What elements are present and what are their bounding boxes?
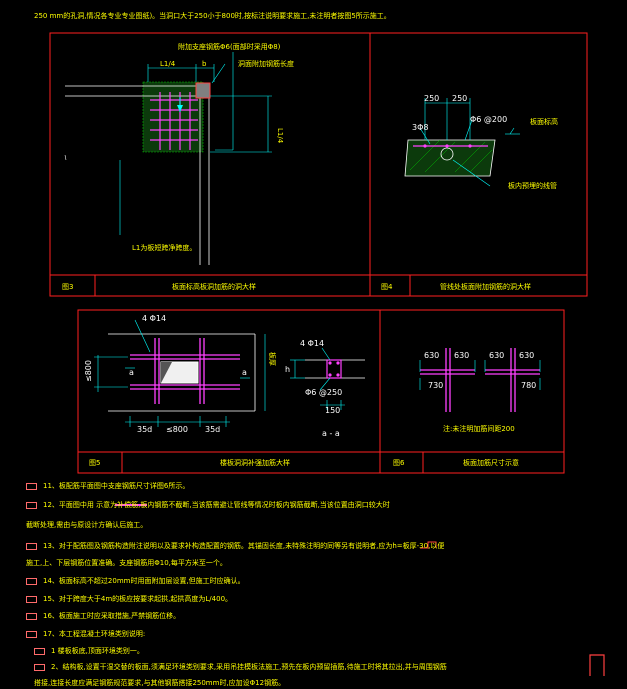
note-15: 15、对于跨度大于4m的板应按要求起拱,起拱高度为L/400。	[26, 594, 232, 604]
note-17-2: 2、结构板,设置干湿交替的板面,须满足环境类别要求,采用吊挂模板法施工,预先在板…	[34, 662, 447, 672]
fig6-tee1-right: 630	[454, 351, 469, 360]
fig5-dim-bottom-b: ≤800	[166, 425, 188, 434]
note-16: 16、板面施工时应采取措施,严禁钢筋位移。	[26, 611, 180, 621]
fig4-bar-side: 3Φ8	[412, 123, 428, 132]
note-12: 12、平面图中用 示意为补偿筋,板内钢筋不截断,当该筋需避让管线等情况时板内钢筋…	[26, 500, 390, 510]
fig4-label-pipe: 板内预埋的线管	[508, 181, 557, 190]
note-marker	[26, 595, 37, 603]
corner-mark	[589, 654, 605, 676]
fig5-section-stirrup-label: Φ6 @250	[305, 388, 342, 397]
fig3-note: L1为板短跨净跨度。	[132, 243, 196, 252]
fig3-hatch-area	[142, 81, 204, 153]
fig6-caption: 板面加筋尺寸示意	[463, 458, 519, 467]
fig3-label-bar: 附加支座钢筋Φ6(面部时采用Φ8)	[178, 42, 281, 51]
fig3-dimensions	[119, 52, 272, 235]
figure-4-drawing: 250 250 Φ6 @200 3Φ8 板面标高 板内预埋的线管	[404, 94, 558, 190]
note-marker	[26, 612, 37, 620]
fig3-caption-no: 图3	[62, 283, 73, 291]
note-13-cont: 施工,上、下层钢筋位置准确。支座钢筋用Φ10,每平方米至一个。	[26, 559, 227, 567]
fig5-dim-left: ≤800	[84, 360, 93, 382]
fig5-dim-right: 板厚	[268, 352, 277, 366]
fig3-opening	[195, 82, 211, 99]
fig5-dim-bottom-a: 35d	[137, 425, 152, 434]
figure-6-drawing: 630 630 730 630 630 780 注:未注明加筋间距200	[419, 348, 541, 433]
fig3-caption: 板面标高板洞加筋的洞大样	[172, 282, 256, 291]
fig6-caption-no: 图6	[393, 459, 405, 467]
figure-3-drawing: L1/4 b 附加支座钢筋Φ6(面部时采用Φ8) 洞面附加钢筋长度 L1/4 L…	[64, 42, 294, 265]
fig5-reinforcing-bars	[130, 338, 240, 404]
fig6-tee2-left: 630	[489, 351, 504, 360]
fig6-tee2-bottom: 780	[521, 381, 536, 390]
note-17-2-cont: 搭接,连接长度应满足钢筋规范要求,与其他钢筋搭接250mm时,应加设Φ12钢筋。	[34, 679, 286, 687]
note-marker	[26, 577, 37, 585]
fig6-tee-2: 630 630 780	[484, 348, 541, 412]
fig4-caption: 管线处板面附加钢筋的洞大样	[440, 282, 531, 291]
fig5-dim-bottom-c: 35d	[205, 425, 220, 434]
fig6-tee-1: 630 630 730	[419, 348, 476, 412]
note-17: 17、本工程混凝土环境类别说明:	[26, 629, 145, 639]
fig5-section-bar: 4 Φ14	[300, 339, 324, 348]
note-marker	[26, 501, 37, 509]
fig5-label-a: a	[129, 368, 134, 377]
fig3-dim-top: L1/4	[160, 60, 176, 68]
header-note: 250 mm的孔洞,情况各专业专业图纸)。当洞口大于250小于800时,按标注说…	[34, 11, 391, 20]
break-mark	[420, 541, 437, 549]
note-marker	[26, 542, 37, 550]
fig4-caption-no: 图4	[381, 283, 393, 291]
fig6-tee1-bottom: 730	[428, 381, 443, 390]
note-17-1: 1 楼板板底,顶面环境类别一。	[34, 646, 144, 656]
fig5-section-width: 150	[325, 406, 340, 415]
note-marker	[26, 482, 37, 490]
figure-5-drawing: 4 Φ14 ≤800 35d ≤800 35d a a 板厚 4 Φ14 h Φ…	[84, 314, 365, 438]
fig5-bar-top: 4 Φ14	[142, 314, 166, 323]
fig5-label-b: a	[242, 368, 247, 377]
fig6-tee1-left: 630	[424, 351, 439, 360]
fig4-slab-section	[404, 139, 496, 177]
note-14: 14、板面标高不超过20mm时用面附加层设置,但施工时应确认。	[26, 576, 245, 586]
note-marker	[34, 663, 45, 671]
fig4-dim-right: 250	[452, 94, 467, 103]
note-marker	[34, 647, 45, 655]
fig5-section-label: a - a	[322, 429, 340, 438]
note-11: 11、板配筋平面图中支座钢筋尺寸详图6所示。	[26, 481, 189, 491]
fig3-label-edge: 洞面附加钢筋长度	[238, 59, 294, 68]
note-marker	[26, 630, 37, 638]
fig3-dim-b: b	[202, 60, 207, 68]
fig6-tee2-right: 630	[519, 351, 534, 360]
note-12-cont: 截断处理,需由与原设计方确认后施工。	[26, 521, 148, 529]
fig4-conduit	[440, 147, 454, 161]
figure-3-4-frame	[49, 32, 588, 297]
fig4-dim-left: 250	[424, 94, 439, 103]
fig5-caption-no: 图5	[89, 459, 100, 467]
fig3-dim-right: L1/4	[276, 128, 284, 144]
figure-5-6-frame	[77, 309, 565, 474]
fig5-section-h: h	[285, 365, 290, 374]
fig4-label-level: 板面标高	[530, 117, 558, 126]
fig5-caption: 楼板洞洞补强加筋大样	[220, 458, 290, 467]
fig5-section-stirrup	[326, 359, 342, 379]
fig6-note: 注:未注明加筋间距200	[443, 424, 515, 433]
note-13: 13、对于配筋图及钢筋构造附注说明以及要求补构造配置的钢筋。其锚固长度,未特殊注…	[26, 541, 444, 551]
legend-bar-symbol	[115, 504, 147, 506]
fig4-bar-top: Φ6 @200	[470, 115, 507, 124]
